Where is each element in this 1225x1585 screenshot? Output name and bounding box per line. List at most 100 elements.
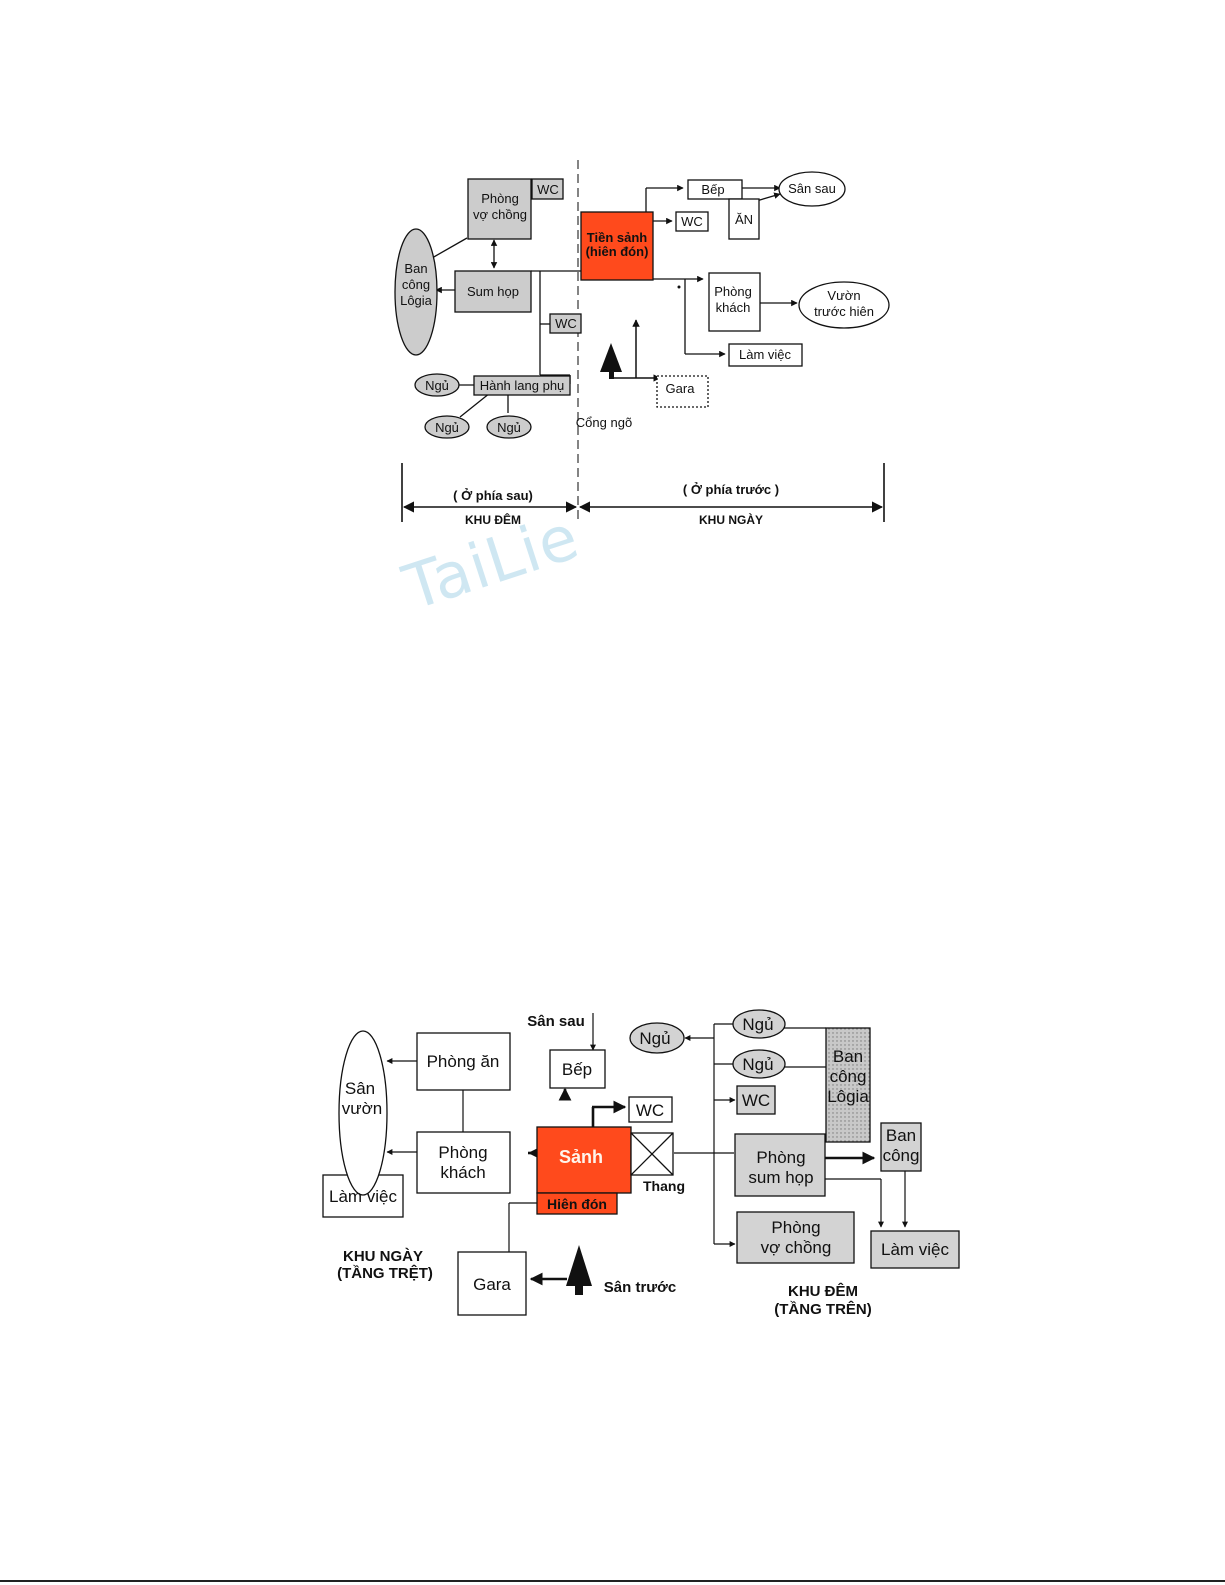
label-khu-dem-2: (TẦNG TRÊN) <box>774 1300 872 1318</box>
label-cong-ngo: Cổng ngõ <box>576 415 632 430</box>
space-ngu-1 <box>414 373 460 397</box>
label-lam-viec-right: Làm việc <box>881 1240 950 1259</box>
room-tien-sanh <box>580 211 654 281</box>
diagram-1-spaces <box>394 171 890 439</box>
room-phong-an <box>416 1032 511 1091</box>
room-ban-cong-logia <box>825 1027 871 1143</box>
label-gara: Gara <box>666 381 696 396</box>
label-ban-cong-3: Lôgia <box>400 293 433 308</box>
label-wc-right: WC <box>681 214 703 229</box>
label-phong-vo-chong-2: vợ chồng <box>473 207 527 222</box>
label-lam-viec-left: Làm việc <box>329 1187 398 1206</box>
space-ngu-top <box>732 1009 786 1039</box>
room-wc-upper <box>736 1085 776 1115</box>
label-hanh-lang-phu: Hành lang phụ <box>480 378 565 393</box>
label-san-truoc: Sân trước <box>604 1279 676 1296</box>
label-phong-sum-hop-1: Phòng <box>756 1148 805 1167</box>
label-ngu-1: Ngủ <box>425 378 449 393</box>
label-sanh: Sảnh <box>559 1147 603 1167</box>
north-arrow-1 <box>600 285 681 382</box>
label-khu-ngay-1: KHU NGÀY <box>343 1248 423 1265</box>
space-san-sau <box>778 171 846 207</box>
label-san-sau: Sân sau <box>788 181 836 196</box>
space-ban-cong <box>394 228 438 356</box>
label-an: ĂN <box>735 212 753 227</box>
room-phong-vo-chong <box>467 178 532 240</box>
space-ngu-left <box>629 1022 685 1054</box>
label-ban-cong-logia-1: Ban <box>833 1047 863 1066</box>
space-san-vuon <box>338 1030 388 1196</box>
room-hien-don <box>536 1192 618 1215</box>
diagram-2-spaces <box>338 1009 786 1196</box>
label-ban-cong-2: công <box>402 277 430 292</box>
label-san-sau: Sân sau <box>527 1013 585 1030</box>
label-ban-cong-1: Ban <box>404 261 427 276</box>
label-vuon-2: trước hiên <box>814 304 874 319</box>
label-ngu-left: Ngủ <box>639 1029 670 1048</box>
label-phong-an: Phòng ăn <box>427 1052 500 1071</box>
space-ngu-mid <box>732 1049 786 1079</box>
room-wc-top <box>531 178 564 200</box>
label-tien-sanh-1: Tiền sảnh <box>587 230 648 245</box>
label-phong-khach-1: Phòng <box>714 284 752 299</box>
label-wc-upper: WC <box>742 1091 770 1110</box>
room-gara <box>457 1251 527 1316</box>
label-phong-sum-hop-2: sum họp <box>748 1168 813 1187</box>
label-thang: Thang <box>643 1178 685 1194</box>
label-phong-khach-2: khách <box>716 300 751 315</box>
label-ngu-2: Ngủ <box>435 420 459 435</box>
tree-icon <box>600 343 622 372</box>
room-phong-sum-hop <box>734 1133 826 1197</box>
room-bep <box>549 1049 606 1089</box>
space-ngu-3 <box>486 415 532 439</box>
diagram-1-labels: Phòng vợ chồng WC Ban công Lôgia Sum họp… <box>400 181 874 435</box>
label-wc-mid: WC <box>555 316 577 331</box>
room-phong-khach <box>708 272 761 332</box>
label-phong-khach-2: khách <box>440 1163 485 1182</box>
label-gara: Gara <box>473 1275 511 1294</box>
label-vuon-1: Vườn <box>827 288 860 303</box>
room-phong-khach <box>416 1131 511 1194</box>
label-phong-vo-chong-1: Phòng <box>771 1218 820 1237</box>
label-ban-cong-logia-2: công <box>830 1067 867 1086</box>
room-bep <box>687 179 743 200</box>
label-khu-dem-1: KHU ĐÊM <box>788 1282 858 1300</box>
page-bottom-rule <box>0 1580 1225 1582</box>
label-wc-bep: WC <box>636 1101 664 1120</box>
label-ban-cong-small-2: công <box>883 1146 920 1165</box>
label-ngu-top: Ngủ <box>742 1015 773 1034</box>
room-sum-hop <box>454 270 532 313</box>
room-hanh-lang-phu <box>473 375 571 396</box>
label-khu-ngay-2: (TẦNG TRỆT) <box>337 1264 433 1282</box>
space-ngu-2 <box>424 415 470 439</box>
diagram-1-rooms <box>454 178 803 408</box>
room-ban-cong-small <box>880 1122 922 1172</box>
label-ban-cong-logia-3: Lôgia <box>827 1087 869 1106</box>
north-arrow-2 <box>566 1245 592 1295</box>
label-o-phia-truoc: ( Ở phía trước ) <box>683 482 779 497</box>
zone-labels: ( Ở phía sau) KHU ĐÊM ( Ở phía trước ) K… <box>453 482 779 527</box>
diagram-1: Phòng vợ chồng WC Ban công Lôgia Sum họp… <box>394 160 890 527</box>
room-an <box>728 198 760 240</box>
label-phong-vo-chong-1: Phòng <box>481 191 519 206</box>
room-wc-mid <box>549 313 582 334</box>
label-o-phia-sau: ( Ở phía sau) <box>453 488 533 503</box>
label-bep: Bếp <box>701 182 724 197</box>
label-ngu-3: Ngủ <box>497 420 521 435</box>
label-khu-dem: KHU ĐÊM <box>465 512 521 527</box>
room-lam-viec-right <box>870 1230 960 1269</box>
diagram-2-labels: Sân sau Bếp WC Phòng ăn Sân vườn Phòng k… <box>329 1013 950 1318</box>
label-phong-vo-chong-2: vợ chồng <box>761 1238 832 1257</box>
diagram-2-connectors <box>386 1013 908 1252</box>
label-khu-ngay: KHU NGÀY <box>699 512 763 527</box>
label-sum-hop: Sum họp <box>467 284 519 299</box>
room-phong-vo-chong <box>736 1211 855 1264</box>
diagram-1-connectors <box>424 184 798 418</box>
label-tien-sanh-2: (hiên đón) <box>586 244 649 259</box>
label-ngu-mid: Ngủ <box>742 1055 773 1074</box>
label-phong-khach-1: Phòng <box>438 1143 487 1162</box>
label-hien-don: Hiên đón <box>547 1196 607 1212</box>
space-vuon <box>798 281 890 329</box>
label-san-vuon-1: Sân <box>345 1079 375 1098</box>
